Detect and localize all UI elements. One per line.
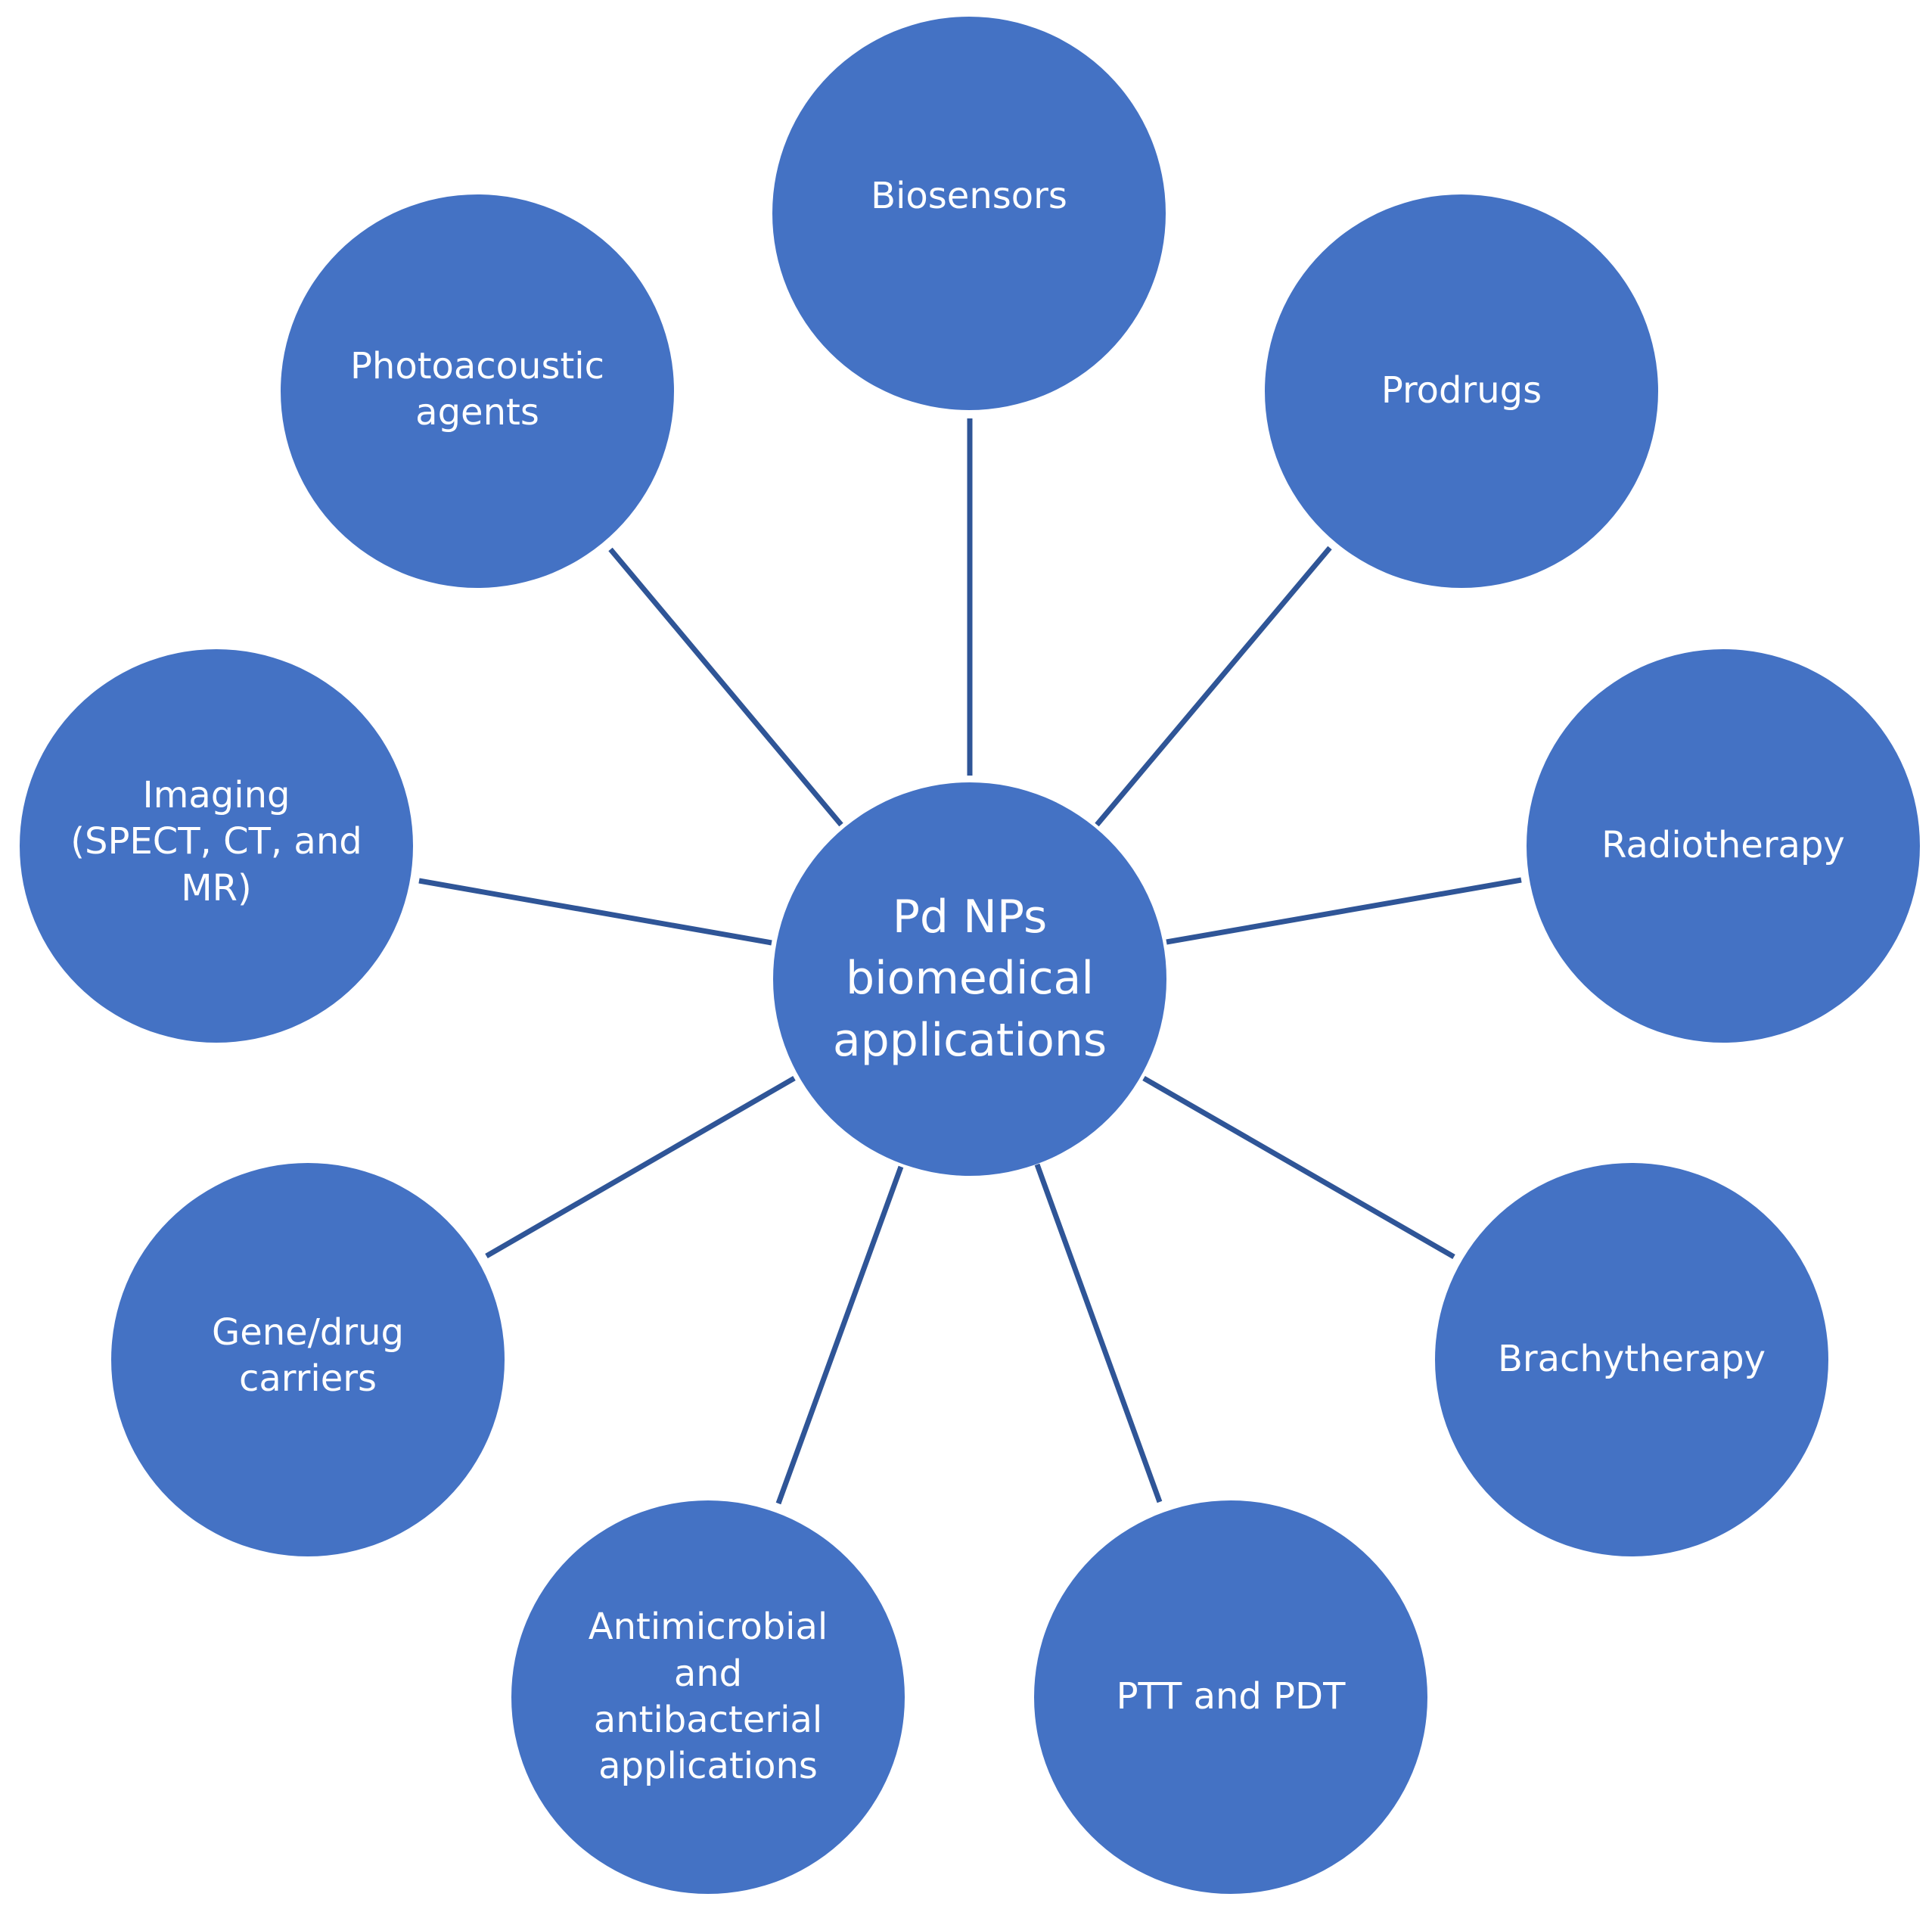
connector-gene-drug-carriers xyxy=(485,1075,796,1259)
connector-radiotherapy xyxy=(1166,877,1522,945)
node-label-biosensors: Biosensors xyxy=(871,174,1067,217)
node-label-brachytherapy: Brachytherapy xyxy=(1497,1338,1766,1381)
node-imaging: Imaging (SPECT, CT, and MR) xyxy=(20,649,413,1043)
connector-photoacoustic xyxy=(608,547,843,827)
node-gene-drug-carriers: Gene/drug carriers xyxy=(111,1163,505,1556)
node-prodrugs: Prodrugs xyxy=(1265,194,1658,588)
connector-ptt-pdt xyxy=(1034,1163,1163,1503)
node-label-antimicrobial: Antimicrobial and antibacterial applicat… xyxy=(588,1606,828,1788)
connector-imaging xyxy=(418,878,772,946)
center-node-pd-nps: Pd NPs biomedical applications xyxy=(773,782,1166,1176)
node-label-radiotherapy: Radiotherapy xyxy=(1601,824,1845,867)
node-label-prodrugs: Prodrugs xyxy=(1381,369,1542,412)
node-biosensors: Biosensors xyxy=(772,17,1166,410)
node-brachytherapy: Brachytherapy xyxy=(1435,1163,1828,1556)
center-node-label: Pd NPs biomedical applications xyxy=(832,890,1107,1067)
node-label-ptt-pdt: PTT and PDT xyxy=(1116,1675,1346,1718)
node-photoacoustic: Photoacoustic agents xyxy=(281,194,674,588)
node-label-imaging: Imaging (SPECT, CT, and MR) xyxy=(70,773,362,909)
node-label-photoacoustic: Photoacoustic agents xyxy=(349,344,605,434)
node-ptt-pdt: PTT and PDT xyxy=(1034,1500,1427,1894)
node-label-gene-drug-carriers: Gene/drug carriers xyxy=(212,1311,404,1400)
connector-antimicrobial xyxy=(775,1165,904,1505)
node-radiotherapy: Radiotherapy xyxy=(1527,649,1920,1043)
node-antimicrobial: Antimicrobial and antibacterial applicat… xyxy=(511,1500,905,1894)
connector-prodrugs xyxy=(1095,546,1332,827)
connector-brachytherapy xyxy=(1142,1075,1455,1260)
